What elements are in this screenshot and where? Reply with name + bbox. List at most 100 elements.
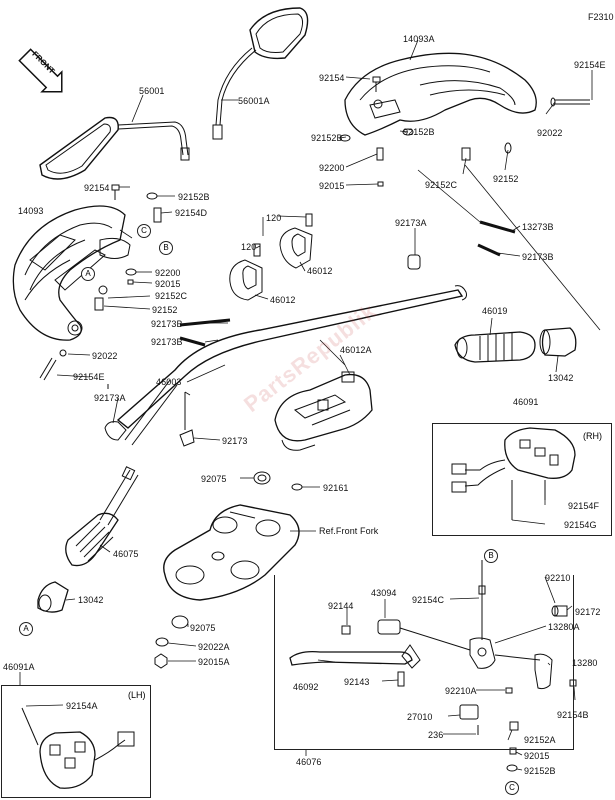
lh-tag: (LH) [128, 690, 146, 700]
part-label: 46076 [296, 757, 322, 767]
marker-c: C [137, 224, 151, 238]
part-label: 92154E [73, 372, 105, 382]
left-switch-icon [21, 707, 135, 789]
part-label: 43094 [371, 588, 397, 598]
handlebar-tube-icon [99, 285, 467, 526]
part-label: 92154A [66, 701, 98, 711]
part-label: 92015 [319, 181, 345, 191]
clutch-lever-icon [289, 560, 577, 772]
part-label: 46003 [156, 377, 182, 387]
part-label: 92154E [574, 60, 606, 70]
part-label: 46091 [513, 397, 539, 407]
switch-housing-icon [274, 371, 373, 451]
left-handguard-icon [12, 205, 131, 341]
marker-a: A [19, 622, 33, 636]
part-label: 92152 [493, 174, 519, 184]
lh-switch-box [1, 685, 151, 798]
part-label: 56001 [139, 86, 165, 96]
part-label: 92173B [151, 319, 183, 329]
part-label: 92152C [425, 180, 458, 190]
part-label: 236 [428, 730, 444, 740]
part-label: 92022A [198, 642, 230, 652]
part-label: 92143 [344, 677, 370, 687]
part-label: 13280A [548, 622, 580, 632]
part-label: 92022 [537, 128, 563, 138]
bushing-icon [253, 471, 271, 485]
part-label: 92015 [524, 751, 550, 761]
part-label: 92154 [319, 73, 345, 83]
part-label: 92173A [395, 218, 427, 228]
part-label: 92152B [403, 127, 435, 137]
right-switch-icon [451, 427, 576, 520]
part-label: 92015A [198, 657, 230, 667]
holder-icon [104, 392, 195, 447]
part-label: 92200 [155, 268, 181, 278]
part-label: 56001A [238, 96, 270, 106]
pin-icon [179, 220, 516, 347]
part-label: 92154D [175, 208, 208, 218]
part-label: 92152B [178, 192, 210, 202]
part-label: 13042 [548, 373, 574, 383]
nut-icon [154, 653, 168, 669]
part-label: 120 [241, 242, 257, 252]
part-label: 13042 [78, 595, 104, 605]
part-label: 46012 [270, 295, 296, 305]
marker-b: B [484, 549, 498, 563]
ref-front-fork-label: Ref.Front Fork [319, 526, 379, 536]
part-label: 92173B [151, 337, 183, 347]
triple-clamp-icon [163, 504, 300, 601]
part-label: 92152B [311, 133, 343, 143]
marker-c: C [505, 781, 519, 795]
part-label: 120 [266, 213, 282, 223]
part-label: 14093A [403, 34, 435, 44]
left-bar-end-icon [37, 581, 69, 613]
leader-lines [19, 39, 601, 771]
right-mirror-icon [212, 7, 309, 140]
part-label: 92154B [557, 710, 589, 720]
part-label: 13280 [572, 658, 598, 668]
handlebar-clamp-icon [229, 213, 421, 301]
part-label: 92200 [319, 163, 345, 173]
left-grip-icon [65, 512, 119, 567]
part-label: 14093 [18, 206, 44, 216]
part-label: 46092 [293, 682, 319, 692]
part-label: 46019 [482, 306, 508, 316]
right-handguard-icon [344, 52, 537, 136]
part-label: 92152A [524, 735, 556, 745]
part-label: 92173A [94, 393, 126, 403]
part-label: 92172 [575, 607, 601, 617]
part-label: 46091A [3, 662, 35, 672]
part-label: 92152B [524, 766, 556, 776]
marker-a: A [81, 267, 95, 281]
part-label: 92154F [568, 501, 600, 511]
part-label: 92154 [84, 183, 110, 193]
marker-b: B [159, 241, 173, 255]
part-label: 92173B [522, 252, 554, 262]
right-grip-icon [454, 331, 536, 363]
lower-bushing-icon [171, 615, 189, 629]
clutch-assembly-box [274, 575, 574, 750]
part-label: 92015 [155, 279, 181, 289]
part-label: 92075 [190, 623, 216, 633]
part-label: 92154C [412, 595, 445, 605]
part-label: 92152 [152, 305, 178, 315]
part-label: 92075 [201, 474, 227, 484]
part-label: 92022 [92, 351, 118, 361]
part-label: 92144 [328, 601, 354, 611]
cap-icon [291, 483, 303, 491]
part-label: 92154G [564, 520, 597, 530]
left-mirror-icon [39, 116, 190, 180]
figure-id: F2310 [588, 12, 614, 22]
part-label: 46075 [113, 549, 139, 559]
part-label: 46012A [340, 345, 372, 355]
rh-tag: (RH) [583, 431, 602, 441]
part-label: 92161 [323, 483, 349, 493]
part-label: 92152C [155, 291, 188, 301]
rh-switch-box [432, 423, 612, 536]
part-label: 92210A [445, 686, 477, 696]
part-label: 27010 [407, 712, 433, 722]
part-label: 46012 [307, 266, 333, 276]
right-bar-end-icon [539, 327, 577, 357]
